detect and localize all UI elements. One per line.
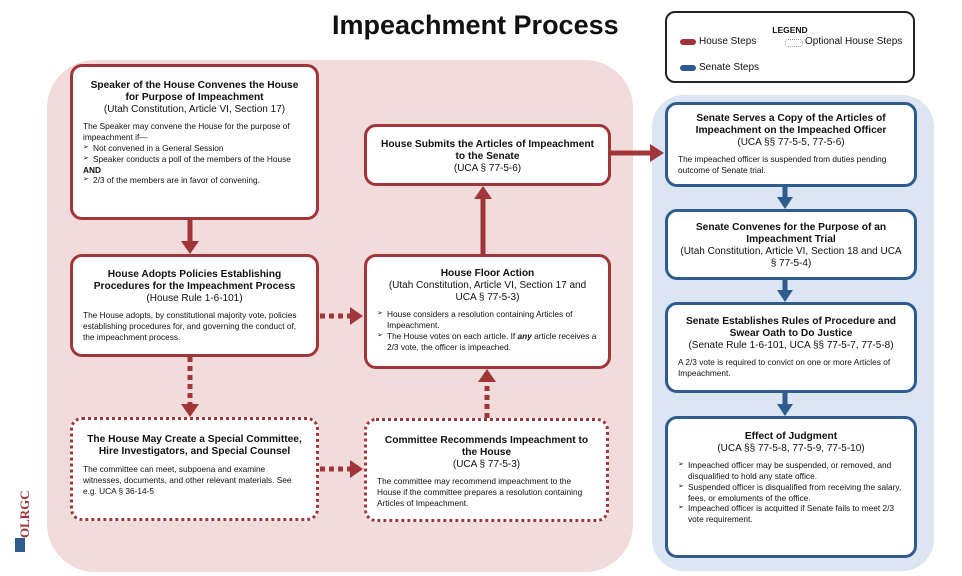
- serves-box-body: The impeached officer is suspended from …: [678, 154, 887, 176]
- convenes-box-citation: (Utah Constitution, Article VI, Section …: [680, 246, 902, 270]
- legend-senate-label: Senate Steps: [699, 62, 760, 73]
- rules-box-body: A 2/3 vote is required to convict on one…: [678, 357, 891, 379]
- serves-box-citation: (UCA §§ 77-5-5, 77-5-6): [737, 137, 845, 149]
- arrow-committee-to-floor: [478, 369, 496, 418]
- house-submits-box: House Submits the Articles of Impeachmen…: [364, 124, 611, 186]
- arrow-rules-to-judgment: [777, 393, 793, 416]
- house-floor-action-box: House Floor Action (Utah Constitution, A…: [364, 254, 611, 369]
- arrow-convenes-to-rules: [777, 280, 793, 302]
- arrow-serves-to-convenes: [777, 187, 793, 209]
- floor-box-title: House Floor Action: [440, 268, 535, 279]
- legend-optional-label: Optional House Steps: [805, 36, 903, 47]
- legend-house-swatch: [680, 39, 696, 45]
- submits-box-title: House Submits the Articles of Impeachmen…: [380, 139, 595, 163]
- olrgc-logo: OLRGC: [15, 490, 32, 552]
- judgment-box-item: Impeached officer may be suspended, or r…: [678, 460, 904, 482]
- policies-box-body: The House adopts, by constitutional majo…: [83, 310, 297, 343]
- judgment-box-item: Suspended officer is disqualified from r…: [678, 482, 904, 504]
- speaker-box-title: Speaker of the House Convenes the House …: [90, 80, 299, 104]
- arrow-floor-to-submits: [474, 186, 492, 254]
- speaker-box-item: Speaker conducts a poll of the members o…: [83, 154, 306, 165]
- speaker-box-intro: The Speaker may convene the House for th…: [83, 121, 290, 143]
- special-committee-box: The House May Create a Special Committee…: [70, 417, 319, 521]
- policies-box-title: House Adopts Policies Establishing Proce…: [93, 269, 296, 293]
- legend-title: LEGEND: [772, 25, 808, 35]
- senate-rules-box: Senate Establishes Rules of Procedure an…: [665, 302, 917, 393]
- committee-box-citation: (UCA § 77-5-3): [452, 459, 521, 471]
- speaker-box-item: 2/3 of the members are in favor of conve…: [83, 175, 306, 186]
- page-title: Impeachment Process: [332, 10, 619, 40]
- arrow-policies-to-special: [181, 357, 199, 417]
- floor-box-item: House considers a resolution containing …: [377, 309, 598, 331]
- committee-recommends-box: Committee Recommends Impeachment to the …: [364, 418, 609, 522]
- rules-box-citation: (Senate Rule 1-6-101, UCA §§ 77-5-7, 77-…: [688, 340, 894, 352]
- olrgc-logo-text: OLRGC: [17, 490, 32, 538]
- policies-box-citation: (House Rule 1-6-101): [146, 293, 243, 305]
- convenes-box-title: Senate Convenes for the Purpose of an Im…: [695, 222, 887, 246]
- committee-box-body: The committee may recommend impeachment …: [377, 476, 583, 509]
- arrow-special-to-committee: [320, 460, 363, 478]
- committee-box-title: Committee Recommends Impeachment to the …: [384, 435, 589, 459]
- legend-optional-swatch: [785, 39, 803, 47]
- speaker-box-citation: (Utah Constitution, Article VI, Section …: [103, 104, 286, 116]
- arrow-policies-to-floor: [320, 307, 363, 325]
- speaker-box-item: Not convened in a General Session: [83, 143, 306, 154]
- effect-of-judgment-box: Effect of Judgment (UCA §§ 77-5-8, 77-5-…: [665, 416, 917, 558]
- submits-box-citation: (UCA § 77-5-6): [453, 163, 522, 175]
- rules-box-title: Senate Establishes Rules of Procedure an…: [685, 316, 897, 340]
- legend-house-label: House Steps: [699, 36, 757, 47]
- senate-convenes-box: Senate Convenes for the Purpose of an Im…: [665, 209, 917, 280]
- special-box-title: The House May Create a Special Committee…: [87, 434, 302, 458]
- special-box-body: The committee can meet, subpoena and exa…: [83, 464, 292, 497]
- judgment-box-title: Effect of Judgment: [744, 431, 838, 442]
- judgment-box-item: Impeached officer is acquitted if Senate…: [678, 503, 904, 525]
- judgment-box-citation: (UCA §§ 77-5-8, 77-5-9, 77-5-10): [717, 443, 865, 455]
- arrow-speaker-to-policies: [181, 220, 199, 254]
- senate-serves-box: Senate Serves a Copy of the Articles of …: [665, 102, 917, 187]
- floor-box-citation: (Utah Constitution, Article VI, Section …: [388, 280, 587, 304]
- arrow-submits-to-serves: [611, 144, 664, 162]
- serves-box-title: Senate Serves a Copy of the Articles of …: [695, 113, 887, 137]
- legend: LEGEND House Steps Optional House Steps …: [665, 11, 915, 83]
- house-policies-box: House Adopts Policies Establishing Proce…: [70, 254, 319, 357]
- speaker-box-and: AND: [83, 164, 101, 175]
- floor-box-item-vote: The House votes on each article. If any …: [377, 331, 598, 353]
- speaker-convenes-box: Speaker of the House Convenes the House …: [70, 64, 319, 220]
- legend-senate-swatch: [680, 65, 696, 71]
